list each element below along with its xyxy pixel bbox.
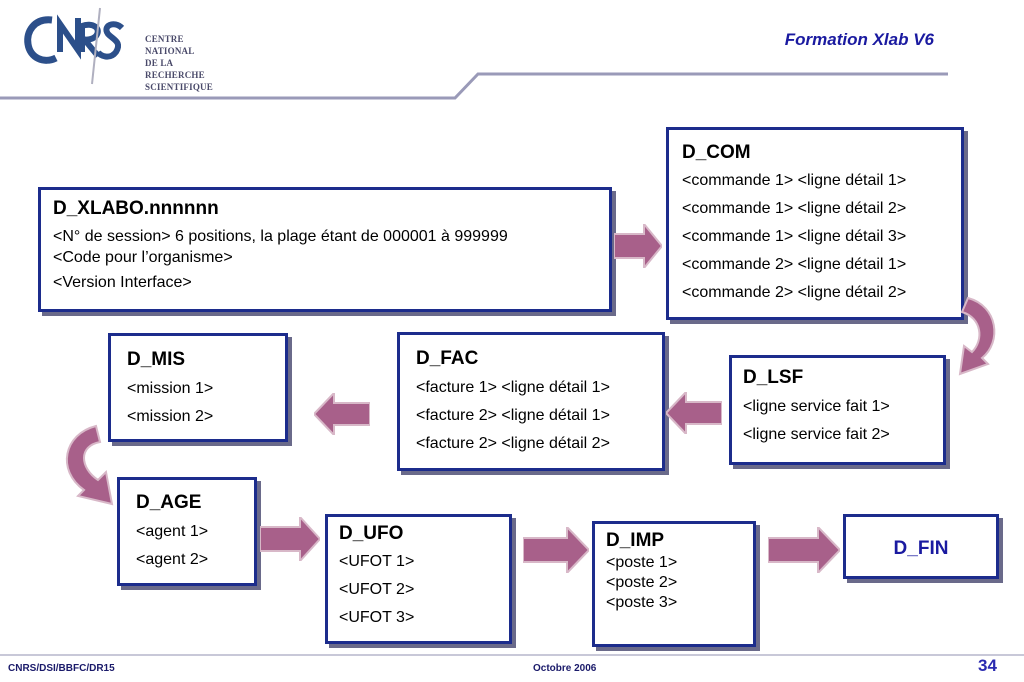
box-line: <commande 2> <ligne détail 2> xyxy=(682,284,907,301)
page-title: Formation Xlab V6 xyxy=(784,30,934,49)
box-line: <UFOT 1> xyxy=(339,553,415,570)
box-title: D_LSF xyxy=(743,367,804,388)
box-line: <ligne service fait 1> xyxy=(743,398,890,415)
box-title: D_FIN xyxy=(893,538,949,559)
box-line: <facture 2> <ligne détail 1> xyxy=(416,407,610,424)
box-d-com: D_COM <commande 1> <ligne détail 1> <com… xyxy=(666,127,964,320)
arrow-right-icon xyxy=(260,517,320,561)
logo-line-2: DE LA RECHERCHE xyxy=(145,58,205,80)
logo-text: CENTRE NATIONAL DE LA RECHERCHE SCIENTIF… xyxy=(145,33,213,93)
box-d-fac: D_FAC <facture 1> <ligne détail 1> <fact… xyxy=(397,332,665,471)
curved-arrow-icon xyxy=(958,296,996,376)
box-title: D_AGE xyxy=(136,492,202,513)
box-line: <commande 1> <ligne détail 1> xyxy=(682,172,907,189)
box-line: <agent 1> xyxy=(136,523,209,540)
arrow-right-icon xyxy=(523,527,589,573)
box-d-age: D_AGE <agent 1> <agent 2> xyxy=(117,477,257,586)
footer-date: Octobre 2006 xyxy=(533,663,597,674)
box-line: <poste 3> xyxy=(606,594,678,611)
box-title: D_UFO xyxy=(339,523,404,544)
arrow-left-icon xyxy=(666,392,722,434)
curved-arrow-icon xyxy=(66,424,114,506)
cnrs-logo-mark xyxy=(24,7,125,85)
box-line: <mission 2> xyxy=(127,408,214,425)
box-line: <mission 1> xyxy=(127,380,214,397)
box-line: <poste 2> xyxy=(606,574,678,591)
arrow-left-icon xyxy=(314,393,370,435)
footer-divider xyxy=(0,654,1024,656)
arrow-right-icon xyxy=(768,527,840,573)
arrow-right-icon xyxy=(614,224,662,268)
box-line: <commande 1> <ligne détail 3> xyxy=(682,228,907,245)
box-line: <agent 2> xyxy=(136,551,209,568)
box-line: <ligne service fait 2> xyxy=(743,426,890,443)
box-line: <UFOT 2> xyxy=(339,581,415,598)
logo-line-1: CENTRE NATIONAL xyxy=(145,34,195,56)
box-d-xlabo: D_XLABO.nnnnnn <N° de session> 6 positio… xyxy=(38,187,612,312)
box-title: D_MIS xyxy=(127,349,186,370)
box-line: <commande 1> <ligne détail 2> xyxy=(682,200,907,217)
box-line: <Code pour l’organisme> xyxy=(53,249,233,266)
box-line: <facture 2> <ligne détail 2> xyxy=(416,435,610,452)
box-d-imp: D_IMP <poste 1> <poste 2> <poste 3> xyxy=(592,521,756,647)
box-line: <poste 1> xyxy=(606,554,678,571)
box-title: D_XLABO.nnnnnn xyxy=(53,198,219,219)
box-d-fin: D_FIN xyxy=(843,514,999,579)
box-line: <UFOT 3> xyxy=(339,609,415,626)
box-line: <N° de session> 6 positions, la plage ét… xyxy=(53,228,508,245)
box-line: <facture 1> <ligne détail 1> xyxy=(416,379,610,396)
logo-line-3: SCIENTIFIQUE xyxy=(145,82,213,92)
header-divider xyxy=(0,72,948,100)
box-line: <commande 2> <ligne détail 1> xyxy=(682,256,907,273)
box-d-lsf: D_LSF <ligne service fait 1> <ligne serv… xyxy=(729,355,946,465)
box-d-ufo: D_UFO <UFOT 1> <UFOT 2> <UFOT 3> xyxy=(325,514,512,644)
box-title: D_FAC xyxy=(416,348,479,369)
box-title: D_COM xyxy=(682,142,751,163)
footer-left-text: CNRS/DSI/BBFC/DR15 xyxy=(8,663,115,674)
cnrs-logo: CENTRE NATIONAL DE LA RECHERCHE SCIENTIF… xyxy=(22,6,213,92)
box-d-mis: D_MIS <mission 1> <mission 2> xyxy=(108,333,288,442)
box-line: <Version Interface> xyxy=(53,274,192,291)
page-number: 34 xyxy=(978,656,997,675)
box-title: D_IMP xyxy=(606,530,665,551)
